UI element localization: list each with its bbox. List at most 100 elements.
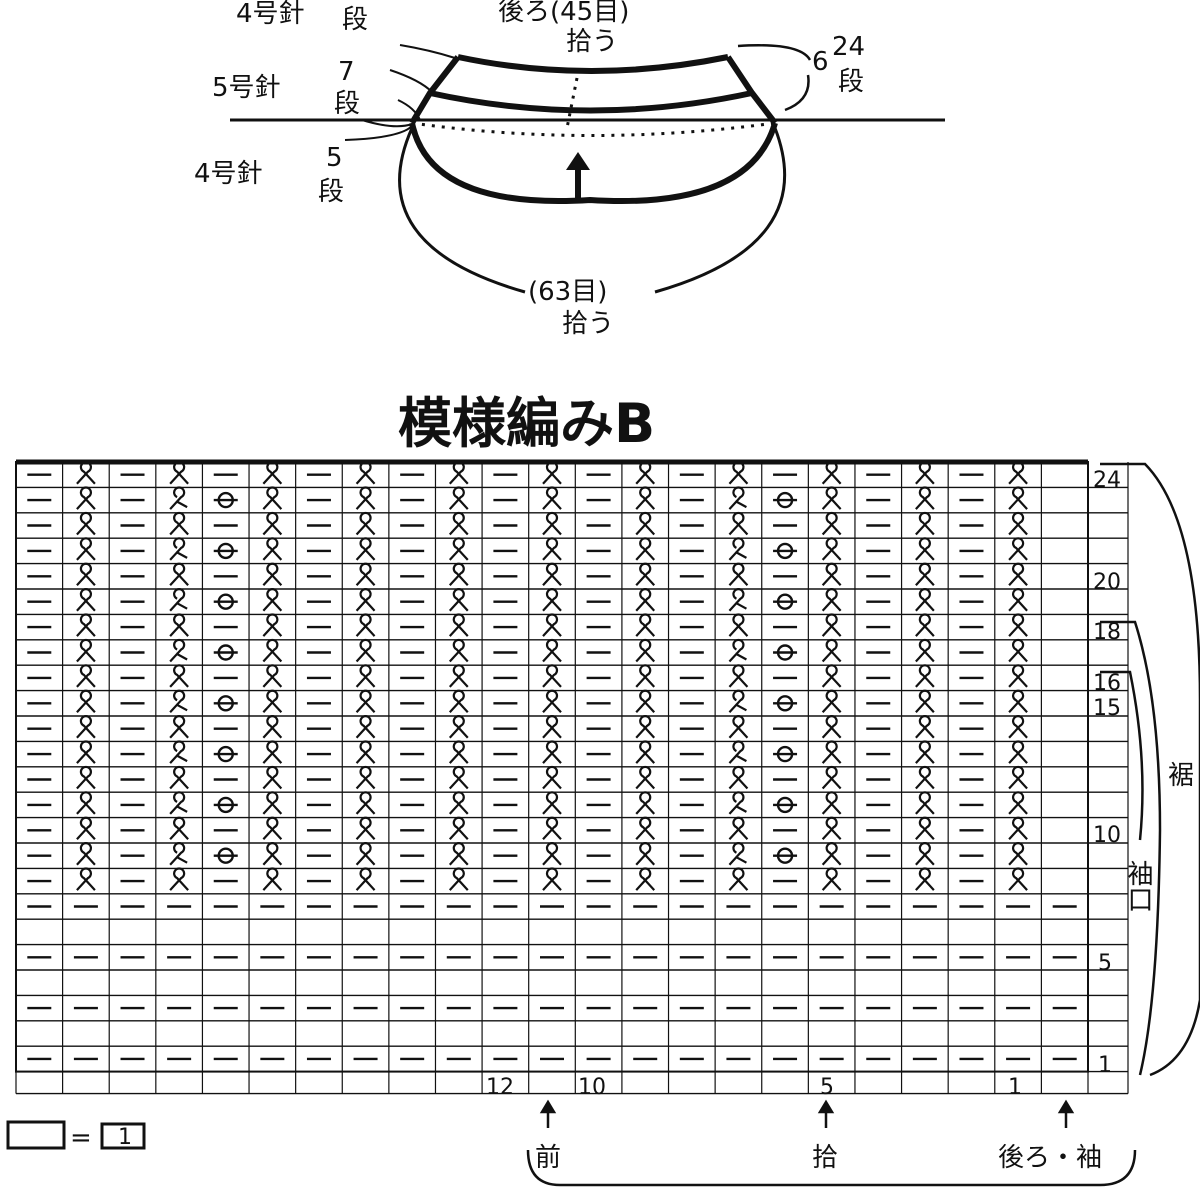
twisted-knit-symbol bbox=[542, 461, 562, 485]
hem-brace bbox=[1100, 462, 1200, 1077]
twisted-knit-symbol bbox=[542, 867, 562, 891]
twisted-knit-symbol bbox=[448, 715, 469, 739]
twisted-knit-symbol bbox=[448, 486, 469, 510]
decrease-symbol bbox=[169, 842, 188, 866]
cuff-brace bbox=[1100, 620, 1162, 1076]
twisted-knit-symbol bbox=[915, 765, 935, 790]
twisted-knit-symbol bbox=[1008, 740, 1028, 764]
twisted-knit-symbol bbox=[821, 638, 842, 663]
twisted-knit-symbol bbox=[915, 715, 935, 739]
twisted-knit-symbol bbox=[542, 816, 562, 841]
twisted-knit-symbol bbox=[448, 613, 469, 637]
twisted-knit-symbol bbox=[915, 511, 935, 536]
twisted-knit-symbol bbox=[542, 613, 562, 637]
twisted-knit-symbol bbox=[262, 765, 283, 790]
twisted-knit-symbol bbox=[1008, 486, 1028, 510]
twisted-knit-symbol bbox=[76, 588, 96, 612]
twisted-knit-symbol bbox=[169, 613, 189, 637]
twisted-knit-symbol bbox=[262, 461, 283, 485]
yarn-over-symbol bbox=[776, 745, 794, 763]
back-pick-label: 拾う bbox=[566, 27, 618, 57]
twisted-knit-symbol bbox=[355, 613, 376, 637]
twisted-knit-symbol bbox=[915, 613, 935, 637]
twisted-knit-symbol bbox=[355, 867, 376, 891]
twisted-knit-symbol bbox=[262, 537, 283, 561]
twisted-knit-symbol bbox=[262, 791, 283, 815]
arrow-label-front: 前 bbox=[535, 1143, 561, 1173]
twisted-knit-symbol bbox=[1008, 765, 1028, 790]
twisted-knit-symbol bbox=[76, 613, 96, 637]
twisted-knit-symbol bbox=[915, 791, 935, 815]
twisted-knit-symbol bbox=[262, 664, 283, 688]
stitch-symbols bbox=[27, 461, 1077, 1061]
decrease-symbol bbox=[728, 689, 747, 714]
decrease-symbol bbox=[169, 537, 188, 561]
arrow-label-center: 拾 bbox=[812, 1143, 838, 1173]
twisted-knit-symbol bbox=[262, 511, 283, 536]
twisted-knit-symbol bbox=[728, 715, 749, 739]
back-label: 後ろ(45目) bbox=[498, 0, 629, 27]
twisted-knit-symbol bbox=[635, 486, 656, 510]
twisted-knit-symbol bbox=[542, 715, 562, 739]
twisted-knit-symbol bbox=[915, 638, 935, 663]
twisted-knit-symbol bbox=[821, 765, 842, 790]
row-label-16: 16 bbox=[1093, 671, 1121, 696]
legend-equals: = bbox=[70, 1123, 92, 1153]
twisted-knit-symbol bbox=[355, 816, 376, 841]
twisted-knit-symbol bbox=[915, 867, 935, 891]
yarn-over-symbol bbox=[776, 593, 794, 610]
twisted-knit-symbol bbox=[1008, 613, 1028, 637]
yarn-over-symbol bbox=[217, 695, 234, 712]
front-count-label: (63目) bbox=[528, 277, 607, 307]
front-pick-brace bbox=[398, 127, 787, 294]
low-left-rows-label: 段 bbox=[318, 177, 344, 207]
front-pick-label: 拾う bbox=[562, 309, 614, 339]
row-label-10: 10 bbox=[1093, 823, 1121, 848]
right-rows-num-b: 24 bbox=[832, 32, 865, 62]
twisted-knit-symbol bbox=[76, 816, 96, 841]
twisted-knit-symbol bbox=[728, 816, 749, 841]
twisted-knit-symbol bbox=[635, 664, 656, 688]
yarn-over-symbol bbox=[776, 695, 794, 712]
twisted-knit-symbol bbox=[169, 511, 189, 536]
twisted-knit-symbol bbox=[169, 765, 189, 790]
row-label-18: 18 bbox=[1093, 620, 1121, 645]
twisted-knit-symbol bbox=[542, 765, 562, 790]
twisted-knit-symbol bbox=[728, 613, 749, 637]
row-label-5: 5 bbox=[1098, 951, 1112, 976]
twisted-knit-symbol bbox=[448, 461, 469, 485]
twisted-knit-symbol bbox=[728, 562, 749, 587]
legend-blank-box bbox=[6, 1120, 66, 1150]
twisted-knit-symbol bbox=[635, 765, 656, 790]
twisted-knit-symbol bbox=[355, 842, 376, 866]
twisted-knit-symbol bbox=[262, 867, 283, 891]
twisted-knit-symbol bbox=[1008, 816, 1028, 841]
decrease-symbol bbox=[169, 689, 188, 714]
twisted-knit-symbol bbox=[262, 638, 283, 663]
twisted-knit-symbol bbox=[1008, 562, 1028, 587]
yarn-over-symbol bbox=[217, 644, 234, 661]
twisted-knit-symbol bbox=[635, 638, 656, 663]
twisted-knit-symbol bbox=[169, 816, 189, 841]
twisted-knit-symbol bbox=[76, 791, 96, 815]
decrease-symbol bbox=[169, 740, 188, 764]
twisted-knit-symbol bbox=[76, 715, 96, 739]
twisted-knit-symbol bbox=[76, 867, 96, 891]
twisted-knit-symbol bbox=[821, 816, 842, 841]
twisted-knit-symbol bbox=[76, 562, 96, 587]
yarn-over-symbol bbox=[776, 644, 794, 661]
twisted-knit-symbol bbox=[821, 613, 842, 637]
twisted-knit-symbol bbox=[821, 461, 842, 485]
twisted-knit-symbol bbox=[355, 588, 376, 612]
twisted-knit-symbol bbox=[635, 791, 656, 815]
twisted-knit-symbol bbox=[542, 588, 562, 612]
twisted-knit-symbol bbox=[448, 664, 469, 688]
right-rows-brace bbox=[737, 44, 812, 112]
left-leader-lines bbox=[344, 44, 456, 141]
row-label-15: 15 bbox=[1093, 696, 1121, 721]
twisted-knit-symbol bbox=[76, 486, 96, 510]
twisted-knit-symbol bbox=[915, 562, 935, 587]
twisted-knit-symbol bbox=[355, 511, 376, 536]
yarn-over-symbol bbox=[776, 491, 794, 509]
